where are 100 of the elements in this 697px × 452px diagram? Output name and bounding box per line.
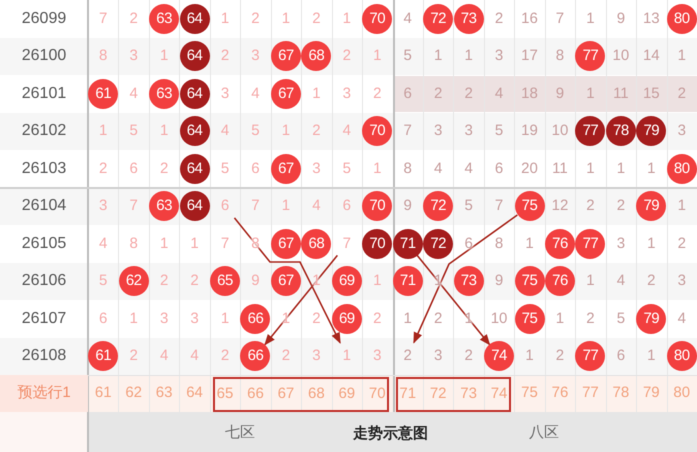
gap-count: 1 xyxy=(342,347,352,366)
issue-number: 26107 xyxy=(22,308,66,329)
gap-count: 9 xyxy=(554,84,566,103)
chart-title: 走势示意图 xyxy=(353,423,428,444)
gap-count: 1 xyxy=(585,84,596,103)
gap-count: 2 xyxy=(311,10,322,28)
gap-count: 4 xyxy=(311,197,322,216)
gap-count: 4 xyxy=(220,122,230,140)
gap-count: 16 xyxy=(520,10,539,28)
gap-count: 1 xyxy=(372,47,382,66)
row-heading: 预选行1 xyxy=(17,383,71,404)
gap-count: 3 xyxy=(311,160,322,178)
gap-count: 1 xyxy=(220,10,230,28)
gap-count: 6 xyxy=(98,310,108,328)
gap-count: 9 xyxy=(616,10,626,28)
gap-count: 4 xyxy=(676,310,687,328)
candidate-number: 80 xyxy=(673,383,690,404)
gap-count: 5 xyxy=(128,122,139,140)
gap-count: 2 xyxy=(494,10,504,28)
candidate-number: 74 xyxy=(490,384,508,404)
gap-count: 15 xyxy=(642,84,661,103)
gap-count: 2 xyxy=(676,84,687,103)
gap-count: 17 xyxy=(520,47,539,66)
gap-count: 6 xyxy=(250,160,261,178)
gap-count: 1 xyxy=(372,160,382,178)
gap-count: 6 xyxy=(220,197,230,216)
gap-count: 2 xyxy=(342,47,352,66)
gap-count: 8 xyxy=(128,234,139,253)
gap-count: 1 xyxy=(342,10,352,28)
gap-count: 1 xyxy=(311,84,322,103)
gap-count: 2 xyxy=(676,234,687,253)
gap-count: 2 xyxy=(432,310,444,328)
issue-number: 26099 xyxy=(22,8,66,29)
gap-count: 7 xyxy=(494,197,504,216)
gap-count: 7 xyxy=(250,197,261,216)
gap-count: 3 xyxy=(98,197,108,216)
gap-count: 2 xyxy=(311,122,322,140)
gap-count: 5 xyxy=(220,160,230,178)
gap-count: 1 xyxy=(372,272,382,290)
gap-count: 2 xyxy=(616,197,626,216)
gap-count: 1 xyxy=(220,310,230,328)
gap-count: 18 xyxy=(520,84,539,103)
issue-number: 26104 xyxy=(22,196,66,216)
gap-count: 1 xyxy=(280,197,292,216)
gap-count: 19 xyxy=(520,122,539,140)
gap-count: 8 xyxy=(402,160,413,178)
gap-count: 2 xyxy=(220,47,230,66)
candidate-number: 64 xyxy=(186,383,203,404)
gap-count: 3 xyxy=(432,347,444,366)
gap-count: 3 xyxy=(189,310,200,328)
gap-count: 2 xyxy=(463,84,474,103)
gap-count: 3 xyxy=(616,234,626,253)
gap-count: 9 xyxy=(250,272,261,290)
candidate-number: 67 xyxy=(278,384,294,404)
gap-count: 1 xyxy=(585,10,596,28)
gap-count: 20 xyxy=(520,160,539,178)
gap-count: 7 xyxy=(554,10,566,28)
gap-count: 4 xyxy=(616,272,626,290)
gap-count: 9 xyxy=(494,272,504,290)
gap-count: 5 xyxy=(250,122,261,140)
gap-count: 1 xyxy=(158,47,170,66)
gap-count: 2 xyxy=(372,84,382,103)
candidate-number: 71 xyxy=(399,384,416,404)
gap-count: 2 xyxy=(432,84,444,103)
issue-number: 26105 xyxy=(22,234,66,254)
gap-count: 2 xyxy=(372,310,382,328)
gap-count: 7 xyxy=(98,10,108,28)
gap-count: 1 xyxy=(676,197,687,216)
gap-count: 6 xyxy=(494,160,504,178)
gap-count: 6 xyxy=(616,347,626,366)
gap-count: 7 xyxy=(220,234,230,253)
gap-count: 4 xyxy=(342,122,352,140)
gap-count: 5 xyxy=(342,160,352,178)
gap-count: 2 xyxy=(463,347,474,366)
gap-count: 5 xyxy=(494,122,504,140)
candidate-number: 73 xyxy=(460,384,477,404)
gap-count: 3 xyxy=(158,310,170,328)
issue-number: 26103 xyxy=(22,158,66,179)
gap-count: 2 xyxy=(220,347,230,366)
gap-count: 13 xyxy=(642,10,661,28)
gap-count: 2 xyxy=(158,272,170,290)
gap-count: 2 xyxy=(189,272,200,290)
candidate-number: 78 xyxy=(612,383,630,404)
candidate-number: 76 xyxy=(552,383,568,404)
gap-count: 1 xyxy=(158,234,170,253)
gap-count: 3 xyxy=(463,122,474,140)
issue-number: 26100 xyxy=(22,46,66,66)
gap-count: 10 xyxy=(612,47,630,66)
gap-count: 6 xyxy=(342,197,352,216)
gap-count: 1 xyxy=(585,160,596,178)
gap-count: 4 xyxy=(402,10,413,28)
gap-count: 1 xyxy=(280,10,292,28)
candidate-number: 63 xyxy=(156,383,172,404)
gap-count: 11 xyxy=(551,160,569,178)
gap-count: 2 xyxy=(402,347,413,366)
gap-count: 3 xyxy=(676,122,687,140)
gap-count: 3 xyxy=(494,47,504,66)
candidate-number: 62 xyxy=(125,383,142,404)
candidate-number: 70 xyxy=(368,384,386,404)
issue-number: 26101 xyxy=(22,84,66,104)
